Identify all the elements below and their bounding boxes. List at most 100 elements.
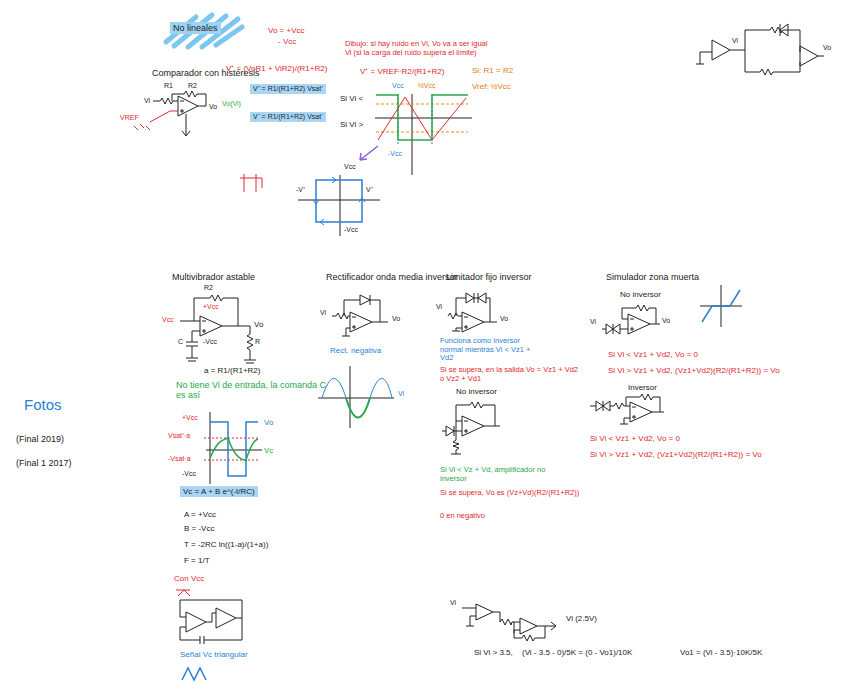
sketch-stroke — [452, 328, 462, 331]
sketch-stroke — [590, 401, 630, 411]
component-label: R2 — [204, 284, 213, 292]
sketch-stroke — [298, 175, 380, 236]
sketch-stroke — [398, 94, 432, 145]
condition-note: Si Vi < Vz1 + Vd2, Vo = 0 — [590, 434, 680, 443]
sketch-stroke — [182, 114, 190, 136]
formula: T = -2RC ln((1-a)/(1+a)) — [184, 540, 268, 549]
axis-label: V⁺ — [366, 186, 373, 194]
sketch-stroke — [182, 668, 206, 680]
sketch-stroke — [462, 416, 484, 436]
sketch-stroke — [172, 91, 206, 106]
sketch-stroke — [180, 600, 242, 644]
component-label: R2 — [188, 82, 197, 90]
formula: V⁺ = VREF·R2/(R1+R2) — [360, 67, 444, 76]
sketch-stroke — [204, 438, 258, 460]
axis-label: -Vcc — [344, 226, 358, 234]
sketch-stroke — [153, 98, 178, 104]
annotation: 0 en negativo — [440, 512, 485, 521]
section-title: Limitador fijo inversor — [446, 272, 532, 282]
signal-label: Vi — [436, 303, 442, 311]
sketch-stroke — [134, 124, 150, 130]
annotation: Si se supera, en la salida Vo = Vz1 + Vd… — [440, 366, 580, 383]
sketch-stroke — [626, 394, 664, 412]
axis-label: -V⁺ — [296, 186, 305, 194]
signal-label: Vo — [209, 103, 217, 111]
sketch-stroke — [176, 590, 190, 596]
highlighted-formula: V⁺ = R1/(R1+R2) Vsat⁺ — [250, 84, 326, 94]
signal-label: Vcc — [162, 316, 174, 324]
sketch-stroke — [632, 407, 636, 419]
signal-label: Vo — [392, 315, 400, 323]
section-title: Simulador zona muerta — [606, 272, 699, 282]
axis-label: ½Vcc — [418, 82, 436, 90]
sketch-group — [166, 15, 242, 47]
sketch-stroke — [745, 50, 800, 75]
sketch-stroke — [462, 608, 476, 626]
subsection-title: No inversor — [620, 290, 661, 299]
sketch-stroke — [622, 305, 660, 324]
sketch-stroke — [318, 366, 394, 428]
sketch-stroke — [378, 97, 466, 140]
condition-note: Si Vi < — [340, 94, 363, 103]
sketch-stroke — [630, 402, 652, 422]
sketch-stroke — [476, 604, 537, 634]
sketch-stroke — [244, 326, 256, 363]
formula: A = +Vcc — [184, 510, 216, 519]
highlight-band: No lineales — [170, 22, 221, 34]
component-label: R — [255, 338, 260, 346]
annotation: Funciona como inversor normal mientras V… — [440, 337, 540, 363]
sketch-stroke — [464, 317, 468, 329]
formula: V⁺ = (VoR1 + ViR2)/(R1+R2) — [226, 64, 327, 73]
node-text: No lineales — [173, 23, 218, 33]
signal-label: Vi — [320, 309, 326, 317]
node-text: Vc = A + B e^(-t/RC) — [183, 487, 255, 496]
sketch-stroke — [180, 101, 184, 113]
axis-label: -Vcc — [388, 150, 402, 158]
annotation: (Final 1 2017) — [16, 458, 72, 468]
axis-label: -Vsat·a — [168, 455, 191, 463]
signal-label: Vi — [398, 390, 404, 398]
signal-label: Vi — [590, 318, 596, 326]
signal-label: Vi — [732, 37, 738, 45]
section-title: Rectificador onda media inversor — [326, 272, 458, 282]
annotation: Dibujo: si hay ruido en Vi, Vo va a ser … — [345, 40, 495, 57]
sketch-stroke — [202, 321, 206, 333]
formula: Si Vi > 3.5, — [474, 648, 513, 657]
sketch-stroke — [700, 27, 824, 66]
sketch-stroke — [240, 174, 262, 192]
highlighted-formula: V⁻ = R1/(R1+R2) Vsat⁻ — [250, 112, 326, 122]
signal-label: +Vcc — [203, 303, 219, 311]
annotation: Rect. negativa — [330, 346, 381, 355]
signal-label: Vo — [254, 320, 263, 329]
annotation: Si: R1 = R2 — [472, 66, 513, 75]
formula: F = 1/T — [184, 556, 210, 565]
sketch-stroke — [316, 180, 362, 222]
sketch-stroke — [342, 328, 350, 336]
axis-label: +Vcc — [182, 414, 198, 422]
annotation: Vref: ½Vcc — [472, 82, 511, 91]
signal-label: -Vcc — [203, 338, 217, 346]
sketch-stroke — [696, 52, 704, 64]
condition-note: Si Vi > Vz1 + Vd2, (Vz1+Vd2)(R2/(R1+R2))… — [608, 366, 780, 375]
sketch-stroke — [350, 312, 372, 332]
sketch-stroke — [210, 438, 258, 460]
sketch-stroke — [180, 295, 250, 326]
sketch-stroke — [456, 402, 500, 426]
sketch-group — [134, 24, 824, 680]
condition-note: Si Vi > — [340, 120, 363, 129]
annotation: No tiene Vi de entrada, la comanda C es … — [176, 380, 326, 401]
sketch-stroke — [442, 426, 462, 436]
condition-note: Si Vi > Vz1 + Vd2, (Vz1+Vd2)(R2/(R1+R2))… — [590, 450, 762, 459]
annotation: Con Vcc — [174, 574, 204, 583]
sketch-stroke — [210, 422, 258, 476]
component-label: R1 — [164, 82, 173, 90]
node-text: V⁺ = R1/(R1+R2) Vsat⁺ — [253, 85, 323, 93]
axis-label: Vcc — [344, 163, 356, 171]
subsection-title: No inversor — [456, 387, 497, 396]
sketch-stroke — [178, 96, 198, 116]
formula: - Vcc — [278, 37, 296, 46]
component-label: C — [178, 338, 183, 346]
sketch-stroke — [166, 15, 242, 47]
signal-label: Vo — [823, 44, 831, 52]
